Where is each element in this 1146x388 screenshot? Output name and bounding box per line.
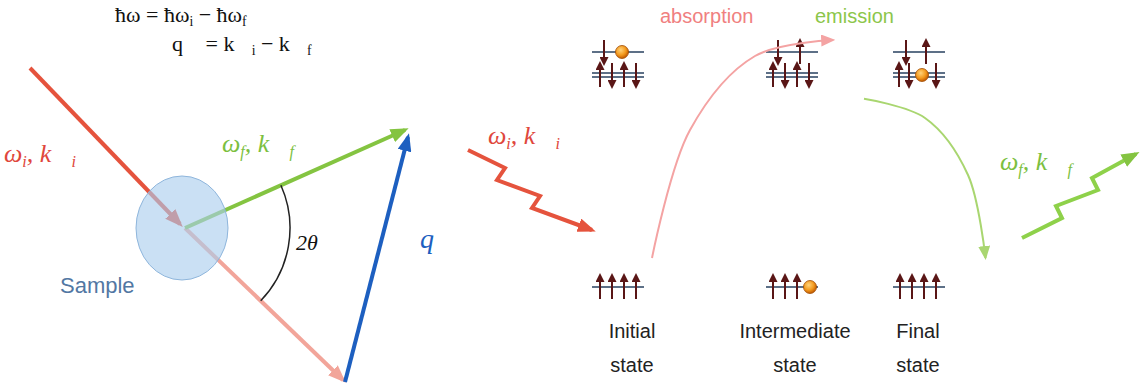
transition-arrow <box>864 99 986 258</box>
spin-arrow <box>898 63 900 87</box>
spin-arrow <box>935 63 937 87</box>
equation: q⃗ = k⃗i − k⃗f <box>172 31 312 57</box>
spin-arrow <box>911 275 913 299</box>
angle-arc <box>261 185 290 300</box>
spin-arrow <box>905 40 907 64</box>
spin-arrow <box>623 275 625 299</box>
spin-arrow <box>899 275 901 299</box>
spin-arrow <box>784 63 786 87</box>
hole-dot <box>616 46 629 59</box>
hole-dot <box>916 69 929 82</box>
energy-level <box>766 51 818 53</box>
sample-ellipse <box>136 176 228 280</box>
state-node: Final state <box>875 258 1005 386</box>
spin-arrow <box>925 40 927 64</box>
spin-arrow <box>635 63 637 87</box>
spin-arrow <box>611 63 613 87</box>
beam-label: q⃗ <box>420 222 456 256</box>
transition-arrow <box>652 40 833 258</box>
equation: ħω = ħωi − ħωf <box>115 2 247 28</box>
momentum-transfer-arrow <box>345 137 408 382</box>
hole-dot <box>804 281 817 294</box>
spin-arrow <box>777 40 779 64</box>
spin-arrow <box>935 275 937 299</box>
sample-node: Sample <box>55 175 240 303</box>
spin-arrow <box>808 63 810 87</box>
beam-label: ωi, k⃗i <box>4 138 76 169</box>
state-label: Final state <box>878 314 958 382</box>
spin-arrow <box>772 63 774 87</box>
spin-arrow <box>772 275 774 299</box>
energy-level <box>893 51 945 53</box>
spin-arrow <box>923 275 925 299</box>
spin-arrow <box>599 63 601 87</box>
spin-arrow <box>796 63 798 87</box>
sample-label: Sample <box>60 273 180 299</box>
spin-arrow <box>611 275 613 299</box>
process-label: absorption <box>660 4 753 28</box>
state-node: Initial state <box>575 258 685 386</box>
spin-arrow <box>908 63 910 87</box>
beam-label: ωf, k⃗f <box>1000 146 1072 177</box>
beam-label: 2θ <box>296 230 318 256</box>
spin-arrow <box>623 63 625 87</box>
incoming-photon <box>468 150 592 230</box>
spin-arrow <box>635 275 637 299</box>
beam-label: ωf, k⃗f <box>222 128 294 159</box>
spin-arrow <box>603 40 605 64</box>
spin-arrow <box>784 275 786 299</box>
spin-arrow <box>796 275 798 299</box>
state-node: Intermediate state <box>730 40 864 386</box>
beam-label: ωi, k⃗i <box>488 120 560 151</box>
spin-arrow <box>599 275 601 299</box>
process-label: emission <box>815 4 894 28</box>
state-label: Initial state <box>592 314 672 382</box>
state-label: Intermediate state <box>730 314 860 382</box>
